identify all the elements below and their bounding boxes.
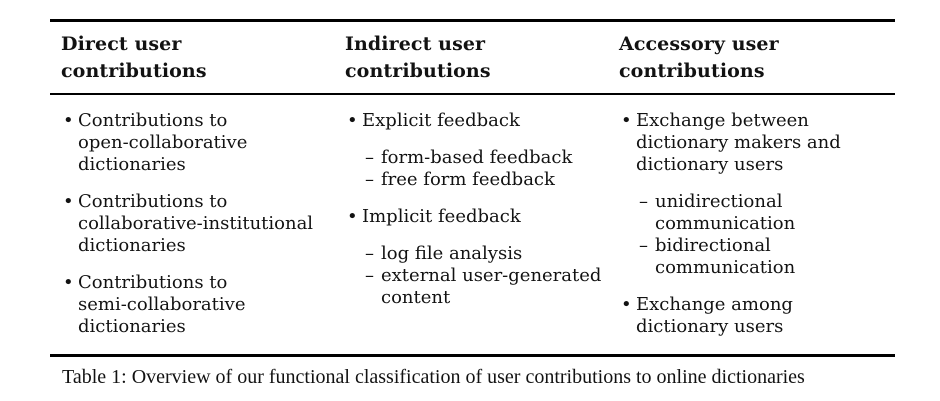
table-header-rule xyxy=(50,93,895,95)
list-item-line: unidirectional xyxy=(655,191,783,212)
list-item: • Exchange between dictionary makers and… xyxy=(619,110,901,176)
column-header-line: Indirect user xyxy=(345,33,486,55)
list-item-line: free form feedback xyxy=(381,169,555,190)
dash-icon: – xyxy=(639,191,648,212)
column-header-line: Direct user xyxy=(61,33,182,55)
list-item-line: dictionary makers and xyxy=(636,132,841,153)
list-item-line: external user-generated xyxy=(381,265,602,286)
list-item-line: dictionary users xyxy=(636,316,784,337)
list-item-line: Exchange among xyxy=(636,294,793,315)
list-item: • Exchange among dictionary users xyxy=(619,294,901,338)
list-item-line: dictionaries xyxy=(78,316,186,337)
bullet-icon: • xyxy=(347,110,358,131)
bullet-icon: • xyxy=(63,272,74,293)
list-item-line: semi-collaborative xyxy=(78,294,246,315)
list-item: • Contributions to collaborative-institu… xyxy=(61,191,343,257)
column-body-direct: • Contributions to open-collaborative di… xyxy=(61,110,343,338)
column-header-accessory: Accessory user contributions xyxy=(619,31,779,85)
list-item-line: Contributions to xyxy=(78,110,228,131)
bullet-icon: • xyxy=(621,294,632,315)
list-item-line: dictionaries xyxy=(78,235,186,256)
sub-list-item: – external user-generated content xyxy=(345,265,627,309)
column-body-accessory: • Exchange between dictionary makers and… xyxy=(619,110,901,338)
dash-icon: – xyxy=(639,235,648,256)
bullet-icon: • xyxy=(621,110,632,131)
list-item: • Explicit feedback xyxy=(345,110,627,132)
list-item-line: Contributions to xyxy=(78,272,228,293)
list-item-line: communication xyxy=(655,213,796,234)
column-header-direct: Direct user contributions xyxy=(61,31,207,85)
list-item-line: communication xyxy=(655,257,796,278)
sub-list-item: – form-based feedback xyxy=(345,147,627,169)
list-item-line: Explicit feedback xyxy=(362,110,520,131)
column-header-line: contributions xyxy=(61,60,207,82)
list-item-line: open-collaborative xyxy=(78,132,248,153)
column-header-line: contributions xyxy=(619,60,765,82)
dash-icon: – xyxy=(365,147,374,168)
dash-icon: – xyxy=(365,265,374,286)
list-item-line: form-based feedback xyxy=(381,147,573,168)
column-header-line: contributions xyxy=(345,60,491,82)
list-item: • Contributions to semi-collaborative di… xyxy=(61,272,343,338)
list-item-line: content xyxy=(381,287,451,308)
table-caption: Table 1: Overview of our functional clas… xyxy=(62,366,805,388)
column-header-indirect: Indirect user contributions xyxy=(345,31,491,85)
column-header-line: Accessory user xyxy=(619,33,779,55)
dash-icon: – xyxy=(365,243,374,264)
list-item-line: collaborative-institutional xyxy=(78,213,314,234)
bullet-icon: • xyxy=(347,206,358,227)
list-item-line: dictionaries xyxy=(78,154,186,175)
table-top-rule xyxy=(50,19,895,22)
column-body-indirect: • Explicit feedback – form-based feedbac… xyxy=(345,110,627,309)
dash-icon: – xyxy=(365,169,374,190)
table-bottom-rule xyxy=(50,354,895,357)
list-item: • Contributions to open-collaborative di… xyxy=(61,110,343,176)
sub-list-item: – free form feedback xyxy=(345,169,627,191)
sub-list-item: – bidirectional communication xyxy=(619,235,901,279)
list-item-line: Implicit feedback xyxy=(362,206,521,227)
sub-list-item: – log file analysis xyxy=(345,243,627,265)
list-item-line: bidirectional xyxy=(655,235,771,256)
list-item-line: Exchange between xyxy=(636,110,809,131)
list-item-line: Contributions to xyxy=(78,191,228,212)
list-item-line: log file analysis xyxy=(381,243,523,264)
sub-list-item: – unidirectional communication xyxy=(619,191,901,235)
bullet-icon: • xyxy=(63,110,74,131)
list-item: • Implicit feedback xyxy=(345,206,627,228)
bullet-icon: • xyxy=(63,191,74,212)
list-item-line: dictionary users xyxy=(636,154,784,175)
